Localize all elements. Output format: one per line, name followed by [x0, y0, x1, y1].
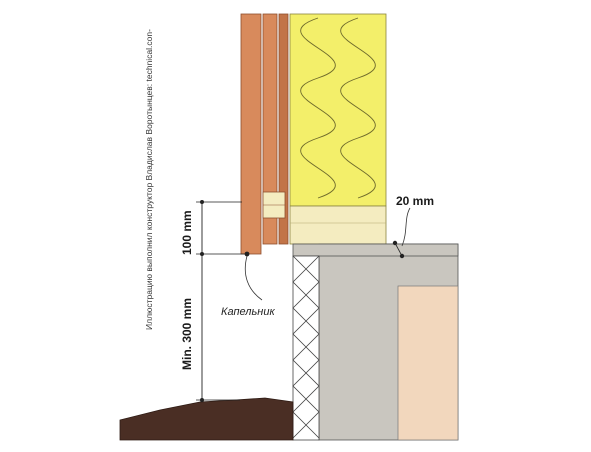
plinth-insulation [292, 255, 320, 441]
cladding-board-outer [240, 13, 262, 255]
stud-board [278, 13, 289, 245]
plinth-insulation-zigzag-2 [292, 255, 320, 439]
insulation-wave-right [340, 17, 376, 199]
insulation-wave-left [300, 17, 336, 199]
dim-300-dot-bottom [200, 398, 204, 402]
dim-20-label: 20 mm [396, 194, 434, 208]
counter-batten [262, 13, 278, 245]
foundation-top-slab [292, 243, 459, 257]
dim-300-label: Min. 300 mm [180, 298, 194, 370]
mineral-wool-insulation [289, 13, 387, 207]
drip-edge-label: Капельник [221, 306, 275, 318]
drip-edge-leader [244, 255, 263, 301]
soil [119, 397, 294, 441]
dim-20-line [394, 242, 403, 257]
dim-100-label: 100 mm [180, 210, 194, 255]
bottom-plate [289, 205, 387, 245]
foundation-inset [397, 285, 459, 441]
drip-edge-dot [244, 251, 250, 257]
credit-text: Иллюстрацию выполнил конструктор Владисл… [144, 29, 154, 330]
dim-100-dot-top [200, 200, 204, 204]
dim-20-leader [401, 207, 411, 247]
dim-300-dot-mid [200, 252, 204, 256]
